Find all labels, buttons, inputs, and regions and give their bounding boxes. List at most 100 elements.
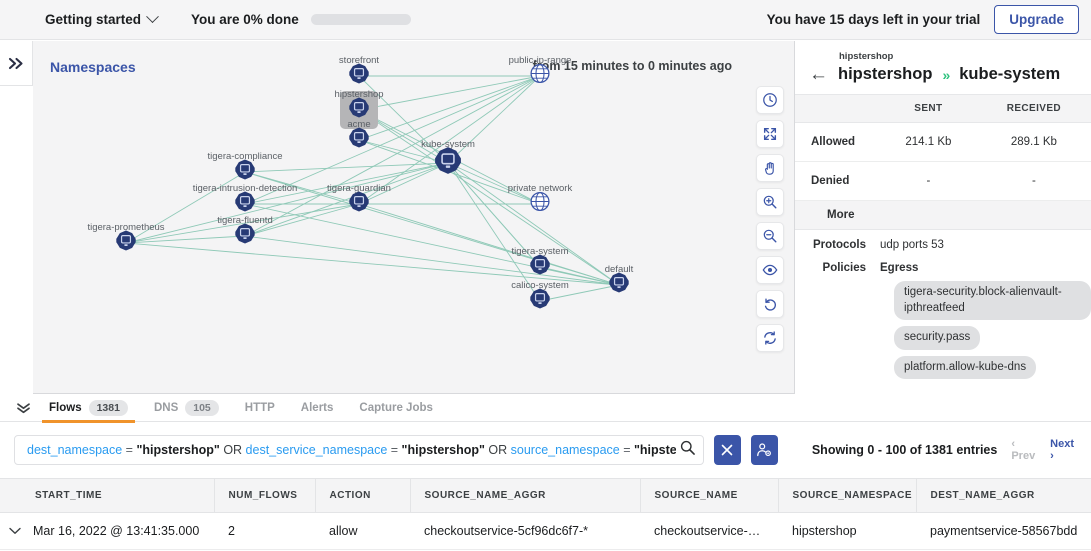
graph-node-tigera-intrusion-detection[interactable] [235,191,256,217]
undo-icon[interactable] [756,290,784,318]
graph-edge [244,171,620,286]
tab-label: Alerts [300,401,334,414]
zoom-out-icon[interactable] [756,222,784,250]
getting-started-label: Getting started [45,12,142,27]
allowed-sent-value: 214.1 Kb [880,122,977,162]
graph-node-public-ip-range[interactable] [530,63,551,89]
policy-chip[interactable]: security.pass [894,326,981,350]
sidebar-expand-button[interactable] [0,41,33,86]
tab-label: HTTP [244,401,275,414]
row-expand-icon[interactable] [9,524,21,538]
policies-row: Policies Egress [795,253,1091,276]
cell-text: Mar 16, 2022 @ 13:41:35.000 [33,524,200,538]
graph-edge [358,109,620,286]
query-token-or: OR [219,443,246,457]
graph-node-tigera-system[interactable] [530,254,551,280]
graph-node-hipstershop[interactable] [349,97,370,123]
policy-chip[interactable]: platform.allow-kube-dns [894,355,1037,380]
top-bar: Getting started You are 0% done You have… [0,0,1091,40]
back-arrow-icon[interactable]: ← [809,64,828,85]
trial-label: You have 15 days left in your trial [766,12,981,27]
tab-capture-jobs[interactable]: Capture Jobs [346,394,446,422]
column-header-start_time[interactable]: START_TIME [0,478,215,513]
clear-search-button[interactable] [714,435,741,465]
saved-filters-button[interactable] [750,435,778,465]
search-icon[interactable] [676,440,695,460]
graph-node-default[interactable] [609,272,630,298]
column-header-dest_name_aggr[interactable]: DEST_NAME_AGGR [916,478,1091,513]
graph-edge [358,139,449,164]
graph-node-kube-system[interactable] [434,147,462,180]
graph-title[interactable]: Namespaces [50,59,136,75]
tab-badge: 105 [185,399,219,416]
graph-edge [447,162,541,302]
graph-node-tigera-compliance[interactable] [235,159,256,185]
graph-node-storefront[interactable] [349,63,370,89]
search-input[interactable]: dest_namespace = "hipstershop" OR dest_s… [14,435,704,465]
tab-label: DNS [153,401,179,414]
detail-destination-label: kube-system [959,65,1061,83]
chevron-down-icon [146,10,159,24]
user-settings-icon [757,443,772,457]
tab-dns[interactable]: DNS 105 [141,394,232,422]
graph-edge [447,75,541,164]
more-spacer-2 [976,200,1091,230]
column-header-source_namespace[interactable]: SOURCE_NAMESPACE [778,478,917,513]
tab-badge: 1381 [88,399,128,416]
panel-collapse-button[interactable] [10,402,36,414]
graph-node-acme[interactable] [349,127,370,153]
graph-node-calico-system[interactable] [530,288,551,314]
more-section-header[interactable]: More [795,200,1091,230]
next-page-button[interactable]: Next › [1050,438,1077,462]
graph-node-private-network[interactable] [530,191,551,217]
cell-start-time: Mar 16, 2022 @ 13:41:35.000 [0,512,214,550]
column-header-action[interactable]: ACTION [315,478,411,513]
graph-edge [125,242,620,286]
tab-alerts[interactable]: Alerts [288,394,347,422]
column-header-source_name_aggr[interactable]: SOURCE_NAME_AGGR [410,478,641,513]
col-received: RECEIVED [976,94,1091,123]
cell-dest-name-aggr: paymentservice-58567bdd [916,512,1091,550]
refresh-icon[interactable] [756,324,784,352]
namespace-graph-panel[interactable]: Namespaces from 15 minutes to 0 minutes … [33,41,795,394]
tab-http[interactable]: HTTP [232,394,288,422]
results-count-label: Showing 0 - 100 of 1381 entries [811,443,998,457]
graph-toolbar[interactable] [756,86,784,352]
hand-icon[interactable] [756,154,784,182]
query-token-op: = [122,443,137,457]
upgrade-button[interactable]: Upgrade [994,5,1079,34]
policy-chip[interactable]: tigera-security.block-alienvault-ipthrea… [894,281,1091,321]
graph-edge [358,162,449,205]
graph-node-tigera-guardian[interactable] [349,191,370,217]
prev-page-button[interactable]: ‹ Prev [1011,438,1038,462]
column-header-num_flows[interactable]: NUM_FLOWS [214,478,316,513]
expand-icon[interactable] [756,120,784,148]
more-label: More [795,200,880,230]
graph-node-tigera-fluentd[interactable] [235,223,256,249]
table-row: Denied - - [795,161,1091,201]
more-spacer-1 [880,200,977,230]
cell-action: allow [315,512,410,550]
query-token-val: "hipstershop" [136,443,220,457]
cell-num-flows: 2 [214,512,315,550]
column-header-source_name[interactable]: SOURCE_NAME [640,478,779,513]
policy-chip-list: tigera-security.block-alienvault-ipthrea… [894,281,1091,380]
graph-canvas[interactable] [33,41,795,394]
eye-icon[interactable] [756,256,784,284]
table-row: Allowed 214.1 Kb 289.1 Kb [795,122,1091,162]
row-label-allowed: Allowed [795,122,880,162]
zoom-in-icon[interactable] [756,188,784,216]
graph-node-tigera-prometheus[interactable] [116,230,137,256]
graph-edge [244,203,360,237]
getting-started-menu[interactable]: Getting started [45,10,159,27]
double-chevron-right-icon [8,57,23,69]
query-token-field: dest_namespace [27,443,123,457]
clock-icon[interactable] [756,86,784,114]
